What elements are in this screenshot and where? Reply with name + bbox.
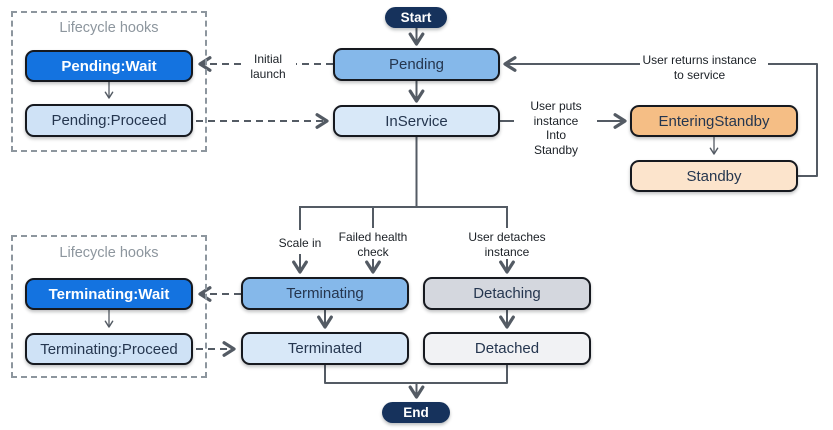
state-terminating: Terminating	[241, 277, 409, 310]
state-detaching: Detaching	[423, 277, 591, 310]
state-inservice: InService	[333, 105, 500, 137]
edge-standby-return-right	[768, 63, 818, 177]
pending-hooks-title: Lifecycle hooks	[59, 20, 159, 36]
state-standby: Standby	[630, 160, 798, 192]
edge-label-user-returns: User returns instance to service	[642, 53, 757, 82]
edge-terminated-to-junction	[324, 365, 417, 384]
state-pending: Pending	[333, 48, 500, 81]
state-detached: Detached	[423, 332, 591, 365]
edge-label-user-detaches: User detaches instance	[468, 230, 546, 259]
edge-label-scale-in: Scale in	[278, 236, 322, 250]
state-entering-standby: EnteringStandby	[630, 105, 798, 137]
state-terminated: Terminated	[241, 332, 409, 365]
state-pending-wait: Pending:Wait	[25, 50, 193, 82]
terminating-lifecycle-hooks-group	[11, 235, 207, 378]
edge-label-initial-launch: Initial launch	[250, 52, 286, 81]
state-end: End	[382, 402, 450, 423]
pending-lifecycle-hooks-group	[11, 11, 207, 152]
terminating-hooks-title: Lifecycle hooks	[59, 245, 159, 261]
edge-label-failed-health-check: Failed health check	[338, 230, 408, 259]
edge-detached-to-junction	[416, 365, 508, 384]
edge-label-user-puts-standby: User puts instance Into Standby	[530, 99, 582, 157]
state-terminating-wait: Terminating:Wait	[25, 278, 193, 310]
state-start: Start	[385, 7, 447, 28]
state-terminating-proceed: Terminating:Proceed	[25, 333, 193, 365]
state-pending-proceed: Pending:Proceed	[25, 104, 193, 137]
